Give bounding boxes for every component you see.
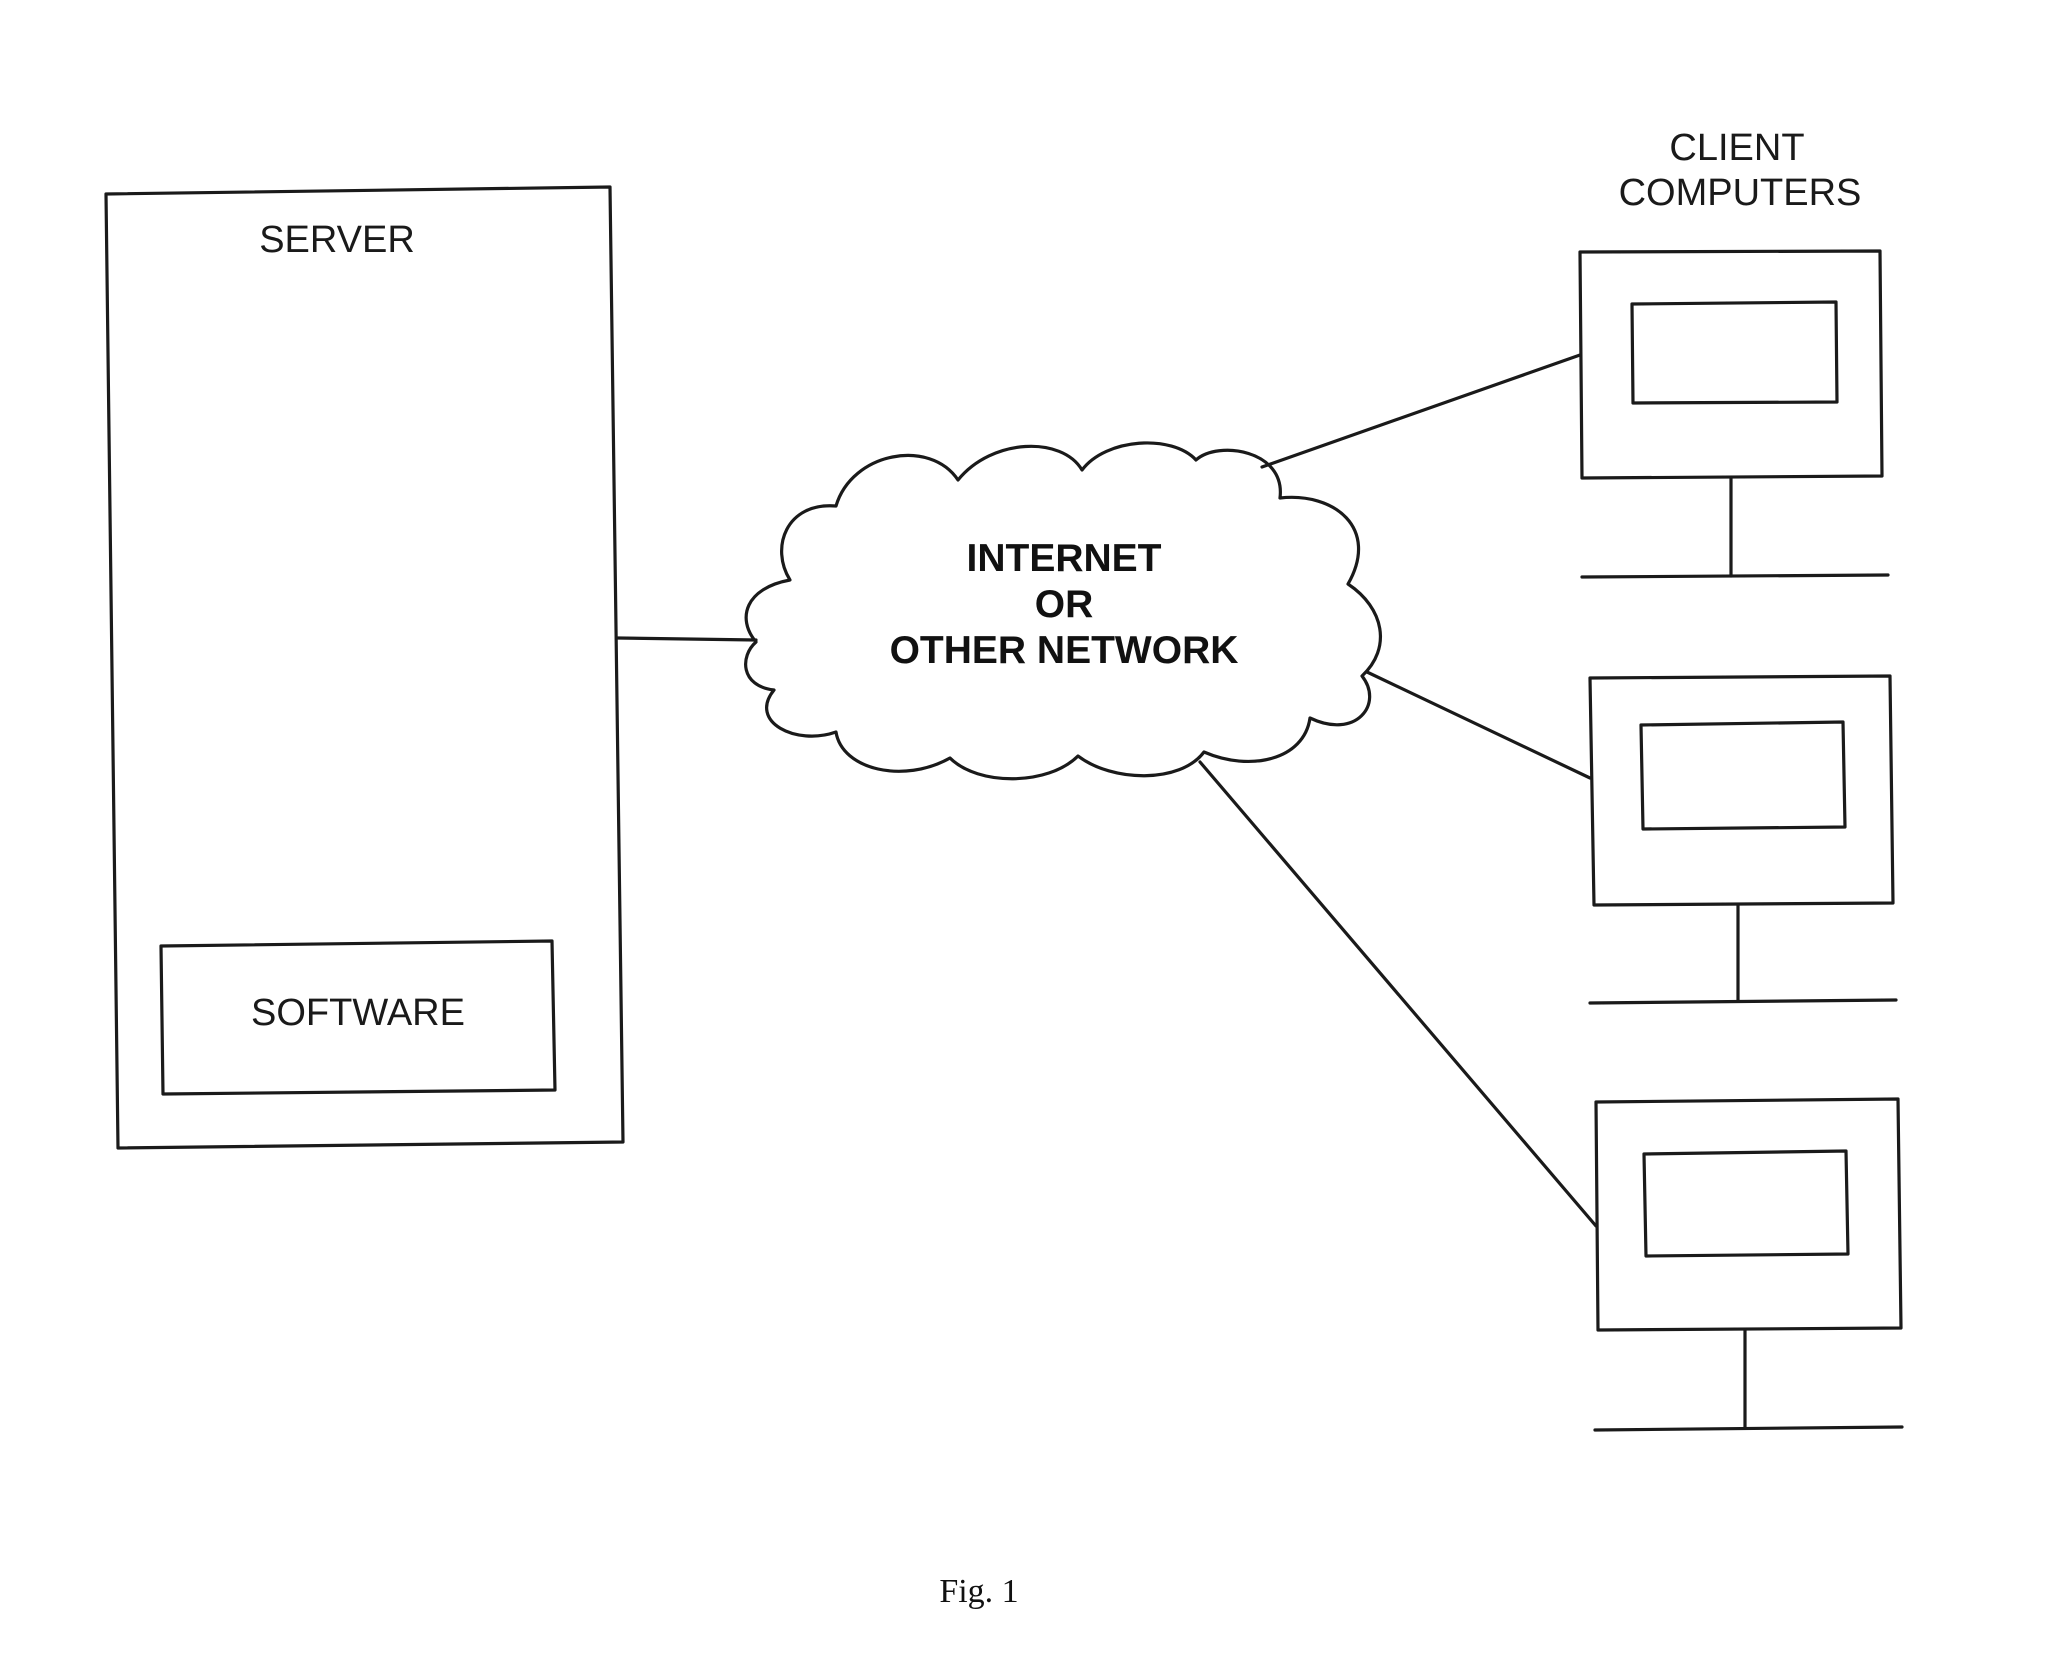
figure-caption: Fig. 1 [939,1573,1018,1610]
network-client-link-2 [1367,672,1590,778]
client-3-screen [1644,1151,1848,1256]
software-module: SOFTWARE [161,941,555,1094]
server: SERVER SOFTWARE [106,187,623,1148]
client-1-base [1582,575,1888,577]
network-cloud: INTERNET OR OTHER NETWORK [746,443,1381,779]
client-computers-label-line1: CLIENT [1669,127,1804,169]
server-network-link [618,638,756,640]
software-label: SOFTWARE [251,992,465,1034]
server-label: SERVER [259,219,415,261]
client-2-base [1590,1000,1896,1003]
client-computer-1 [1580,251,1888,577]
client-computer-3 [1595,1099,1902,1430]
network-label-line1: INTERNET [967,537,1162,580]
network-client-link-3 [1200,762,1596,1226]
client-3-monitor [1596,1099,1901,1330]
client-3-base [1595,1427,1902,1430]
network-label-line3: OTHER NETWORK [890,629,1239,672]
client-2-monitor [1590,676,1893,905]
client-1-screen [1632,302,1837,403]
client-computers-label-line2: COMPUTERS [1619,172,1862,214]
client-2-screen [1641,722,1845,829]
network-client-link-1 [1262,355,1580,467]
client-computer-2 [1590,676,1896,1003]
network-label-line2: OR [1035,583,1094,626]
